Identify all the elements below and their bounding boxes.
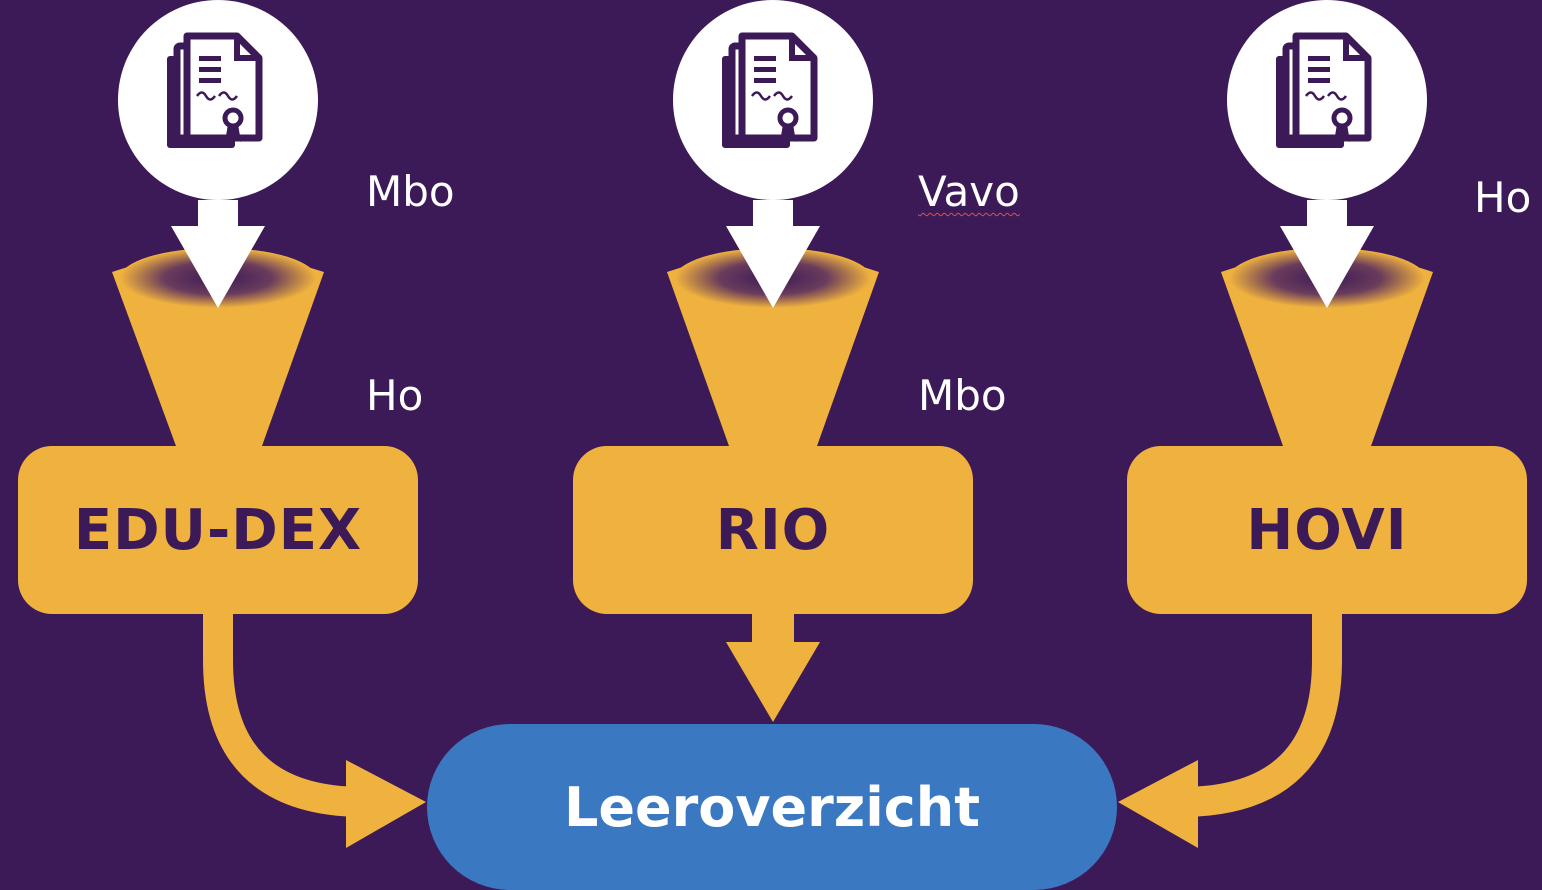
down-arrow (726, 642, 820, 722)
target-leeroverzicht: Leeroverzicht (427, 724, 1117, 890)
connector-rio (726, 600, 820, 722)
system-box-rio: RIO (573, 446, 973, 614)
right-arrow (346, 760, 426, 848)
source-label: Ho (1474, 173, 1532, 222)
down-arrow (171, 200, 265, 308)
source-label: Mbo (918, 371, 1007, 420)
source-labels-hovi: Ho (1474, 28, 1531, 300)
source-label: Mbo (366, 167, 455, 216)
system-box-edudex: EDU-DEX (18, 446, 418, 614)
down-arrow (726, 200, 820, 308)
left-arrow (1118, 760, 1198, 848)
source-edudex (112, 0, 324, 446)
certificate-document-icon (722, 36, 814, 148)
connector-hovi (1118, 600, 1342, 848)
source-label: Ho (366, 371, 424, 420)
certificate-document-icon (167, 36, 259, 148)
certificate-document-icon (1276, 36, 1368, 148)
source-hovi (1221, 0, 1433, 446)
connector-edudex (203, 600, 426, 848)
source-rio (667, 0, 879, 446)
down-arrow (1280, 200, 1374, 308)
source-labels-edudex: Mbo Ho (366, 22, 455, 498)
source-labels-rio: Vavo Mbo (918, 22, 1020, 498)
system-box-hovi: HOVI (1127, 446, 1527, 614)
source-label: Vavo (918, 167, 1020, 216)
